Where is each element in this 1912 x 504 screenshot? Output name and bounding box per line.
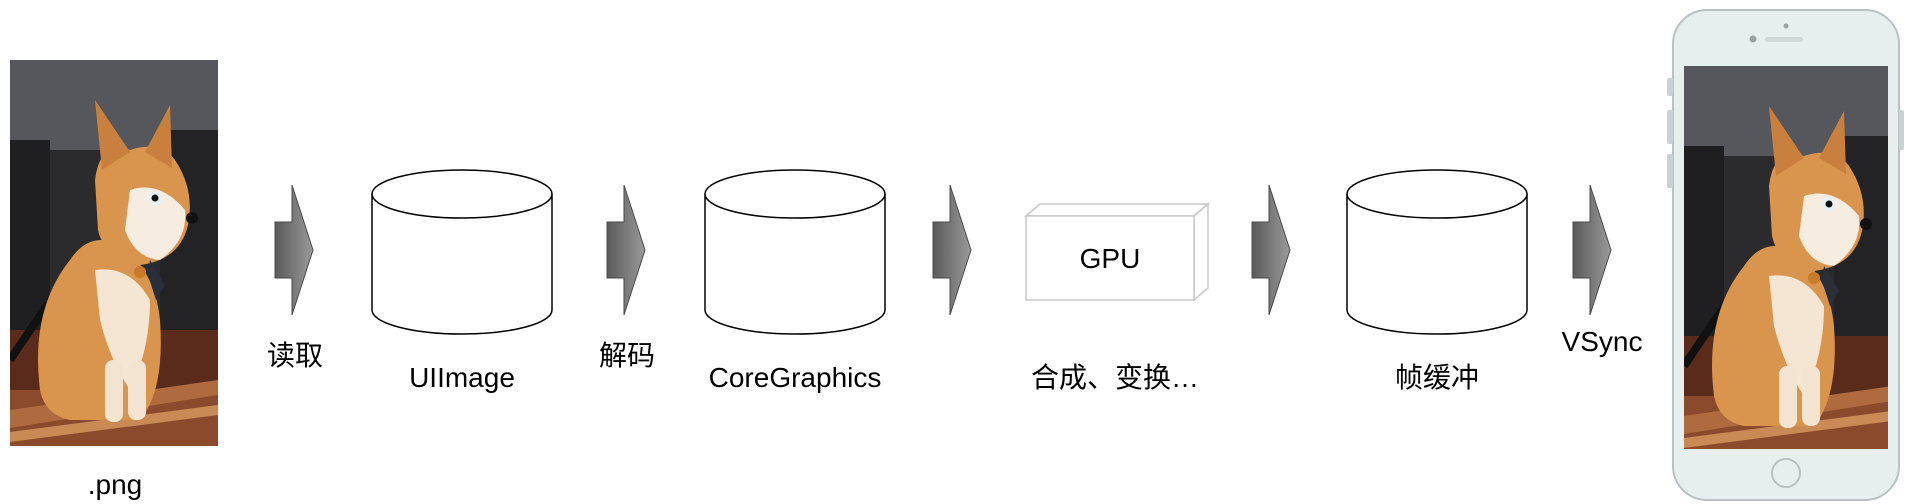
composite-transform-label: 合成、变换… <box>1030 362 1199 393</box>
uiimage-label: UIImage <box>409 362 515 393</box>
arrow-4 <box>1251 184 1291 316</box>
arrow-5 <box>1572 184 1612 316</box>
coregraphics-label: CoreGraphics <box>708 362 882 393</box>
vsync-label: VSync <box>1561 326 1643 357</box>
arrow-1 <box>274 184 314 316</box>
uiimage-cylinder <box>371 169 553 335</box>
phone-icon <box>1667 9 1904 501</box>
arrow-label-decode: 解码 <box>598 340 655 371</box>
arrow-3 <box>932 184 972 316</box>
coregraphics-cylinder <box>704 169 886 335</box>
phone-screen <box>1684 66 1892 452</box>
arrow-label-read: 读取 <box>266 340 323 371</box>
gpu-box <box>1023 202 1211 302</box>
framebuffer-label: 帧缓冲 <box>1394 362 1479 393</box>
source-label: .png <box>87 469 143 500</box>
home-button <box>1771 458 1801 488</box>
framebuffer-cylinder <box>1346 169 1528 335</box>
gpu-label: GPU <box>1079 243 1141 274</box>
source-image <box>10 60 218 446</box>
arrow-2 <box>606 184 646 316</box>
